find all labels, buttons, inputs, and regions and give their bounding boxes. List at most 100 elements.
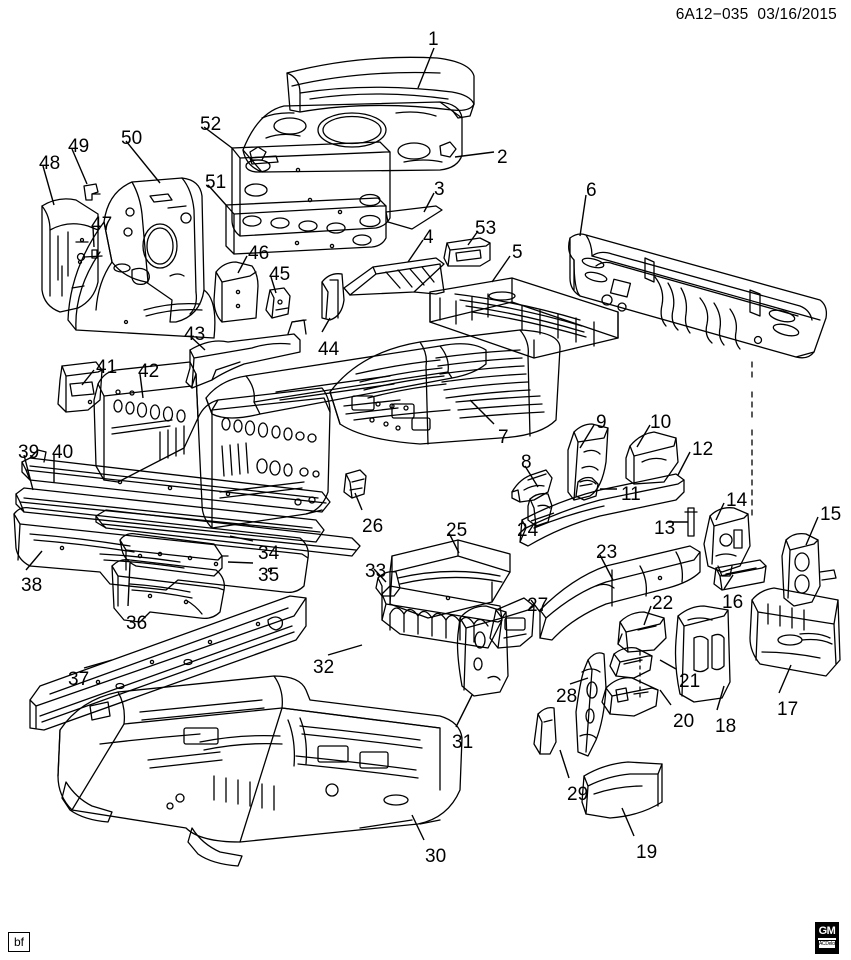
part-19-closeout [581,761,663,819]
callout-39: 39 [18,442,40,463]
callout-2: 2 [497,147,508,168]
callout-53: 53 [475,218,497,239]
part-18-wheelhouse-panel [674,605,731,703]
part-43-reinforcement [185,319,307,389]
callout-12: 12 [692,439,714,460]
part-52-rear-seat-panel [231,141,391,237]
part-28-rocker-reinforcement [575,652,607,757]
part-26-bracket [343,469,367,499]
part-13-pin [684,507,698,537]
part-17-tray [749,587,841,677]
part-42-rear-seat-back [93,361,331,529]
callout-8: 8 [521,452,532,473]
leader-line-26 [354,492,363,511]
callout-42: 42 [138,361,160,382]
part-2-rear-compartment-panel [242,101,463,173]
callout-17: 17 [777,699,799,720]
part-1-rear-upper-rail [286,56,475,119]
part-20-lower-mount [601,677,659,717]
leader-line-41 [81,369,95,386]
callout-28: 28 [556,686,578,707]
part-50-wheelhouse-inner [67,177,216,339]
leader-line-1 [417,47,435,89]
leader-line-9 [579,424,595,449]
callout-35: 35 [258,565,280,586]
part-7-rear-floor-panel [205,329,561,445]
callout-19: 19 [636,842,658,863]
callout-1: 1 [428,29,439,50]
part-14-shock-bracket [703,507,751,577]
leader-line-43 [189,335,206,351]
leader-line-4 [407,239,424,263]
callout-3: 3 [434,179,445,200]
callout-11: 11 [621,484,641,505]
leader-line-33 [373,568,387,583]
leader-line-6 [579,194,587,237]
callout-27: 27 [527,595,549,616]
leader-line-29 [559,749,570,779]
part-45-angle-bracket [265,287,291,319]
leader-line-7 [469,399,495,425]
part-46-bracket [213,261,259,323]
part-32-serrated-reinforcement [381,585,503,649]
leader-line-8 [524,465,539,488]
callout-4: 4 [423,227,434,248]
callout-24: 24 [517,520,539,541]
callout-45: 45 [269,264,291,285]
leader-line-49 [71,148,88,185]
callout-44: 44 [318,339,340,360]
callout-41: 41 [96,357,118,378]
callout-10: 10 [650,412,672,433]
callout-5: 5 [512,242,523,263]
callout-6: 6 [586,180,597,201]
leader-line-36 [127,562,131,607]
leader-line-24 [530,512,555,522]
leader-line-22 [643,605,652,626]
part-5-spare-tire-tub [429,277,619,359]
leader-line-28 [569,677,589,685]
callout-13: 13 [654,518,676,539]
leader-line-20 [659,689,672,706]
leader-line-52 [203,126,233,149]
leader-line-17 [778,664,792,694]
page-header-code: 6A12−035 03/16/2015 [675,6,837,23]
callout-49: 49 [68,136,90,157]
gm-logo-text: GM [818,925,836,937]
gm-logo-subtext: ACDelco [819,940,835,948]
part-11-clip [575,476,599,501]
callout-16: 16 [722,592,744,613]
part-51-rear-crossmember [225,197,387,255]
part-8-bracket [511,469,553,503]
part-36-floor-side-rail [111,558,225,623]
part-53-bracket [443,237,491,267]
leader-line-10 [636,424,651,448]
part-37-rocker-outer [29,595,307,731]
callout-20: 20 [673,711,695,732]
leader-line-16 [723,574,734,590]
callout-46: 46 [248,243,270,264]
callout-43: 43 [184,324,206,345]
leader-line-46 [237,255,248,274]
callout-37: 37 [68,669,90,690]
callout-47: 47 [91,214,113,235]
callout-48: 48 [39,153,61,174]
part-48-wheelhouse-patch [41,198,99,313]
callout-21: 21 [679,671,701,692]
leader-line-38 [25,550,43,571]
callout-9: 9 [596,412,607,433]
leader-line-25 [448,532,460,554]
gm-logo: GM ACDelco [815,922,839,954]
part-31-wheelhouse-reinf [456,605,509,697]
part-15-shock-mount [781,532,837,607]
callout-leader-lines [23,47,819,841]
part-9-pillar-reinforcement [567,423,609,501]
callout-22: 22 [652,593,674,614]
gm-logo-divider [818,938,836,940]
part-23-rear-rail [539,545,701,641]
leader-line-3 [423,192,435,213]
leader-line-44 [321,317,331,333]
leader-line-23 [599,554,614,581]
